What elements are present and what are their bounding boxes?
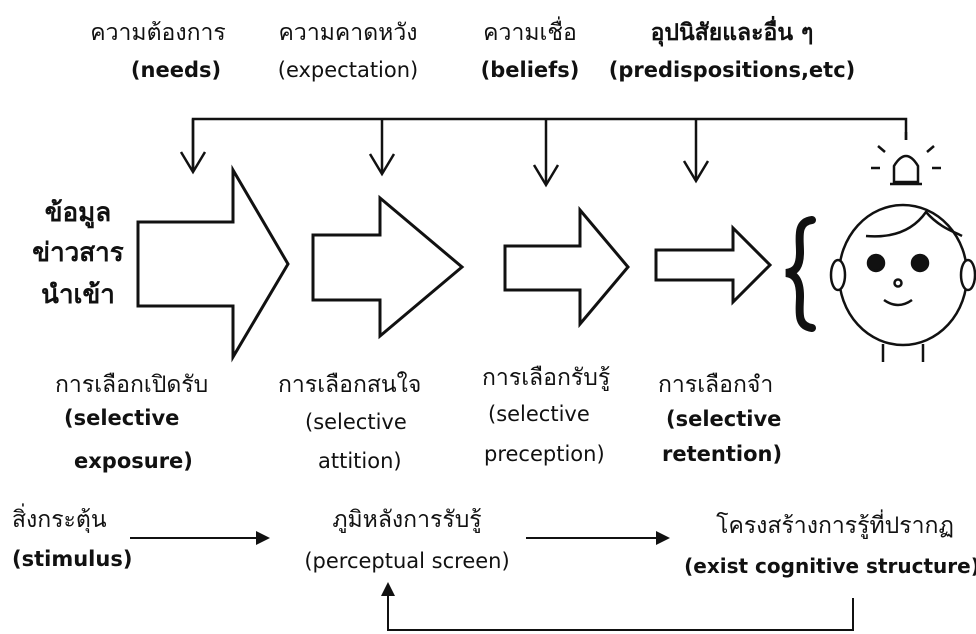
factor-beliefs-thai: ความเชื่อ	[483, 20, 577, 46]
factor-beliefs-english: (beliefs)	[480, 58, 580, 82]
input-label-line-3: นำเข้า	[41, 280, 115, 310]
perceptual-screen-thai: ภูมิหลังการรับรู้	[332, 507, 482, 533]
stage-arrow-perception	[503, 205, 630, 329]
factor-predispositions-thai: อุปนิสัยและอื่น ๆ	[650, 20, 814, 46]
arrow-stimulus-to-screen	[130, 531, 270, 545]
stage-perception-english-1: (selective	[488, 402, 590, 426]
stage-exposure-english-1: (selective	[64, 406, 180, 430]
down-arrow-needs	[179, 119, 207, 175]
stage-attention-thai: การเลือกสนใจ	[278, 372, 422, 398]
stage-retention-english-1: (selective	[666, 407, 782, 431]
stage-attention-english-1: (selective	[305, 410, 407, 434]
stage-arrow-attention	[311, 194, 465, 340]
stage-exposure-thai: การเลือกเปิดรับ	[55, 372, 209, 398]
stage-perception-english-2: preception)	[484, 442, 605, 466]
stage-arrows	[136, 164, 773, 363]
input-label-line-1: ข้อมูล	[44, 198, 112, 228]
factor-down-arrows	[179, 119, 710, 188]
factor-predispositions-english: (predispositions,etc)	[608, 58, 856, 82]
bottom-flow-arrows	[130, 531, 854, 631]
stimulus-english: (stimulus)	[12, 547, 133, 571]
input-label-line-2: ข่าวสาร	[32, 238, 124, 268]
curly-brace-icon	[785, 216, 816, 332]
stage-retention-thai: การเลือกจำ	[658, 372, 774, 398]
perceptual-screen-english: (perceptual screen)	[304, 549, 510, 573]
down-arrow-predispositions	[682, 119, 710, 184]
stimulus-thai: สิ่งกระตุ้น	[12, 507, 107, 533]
stage-exposure-english-2: exposure)	[74, 449, 193, 473]
down-arrow-expectation	[368, 119, 396, 177]
stage-arrow-exposure	[136, 164, 290, 363]
stage-retention-english-2: retention)	[662, 442, 783, 466]
stage-attention-english-2: attition)	[318, 449, 402, 473]
feedback-arrow-structure-to-screen	[381, 582, 854, 631]
stage-arrow-retention	[654, 224, 773, 306]
factor-expectation-english: (expectation)	[277, 58, 419, 82]
factor-needs-thai: ความต้องการ	[90, 20, 226, 46]
factor-expectation-thai: ความคาดหวัง	[278, 20, 418, 46]
down-arrow-beliefs	[532, 119, 560, 188]
cognitive-structure-thai: โครงสร้างการรู้ที่ปรากฏ	[716, 513, 954, 539]
factor-connector-line	[191, 117, 908, 170]
alert-light-icon	[871, 132, 941, 186]
head-icon	[829, 203, 976, 362]
cognitive-structure-english: (exist cognitive structure)	[684, 554, 976, 578]
stage-perception-thai: การเลือกรับรู้	[482, 365, 611, 391]
arrow-screen-to-structure	[526, 531, 670, 545]
factor-needs-english: (needs)	[130, 58, 222, 82]
